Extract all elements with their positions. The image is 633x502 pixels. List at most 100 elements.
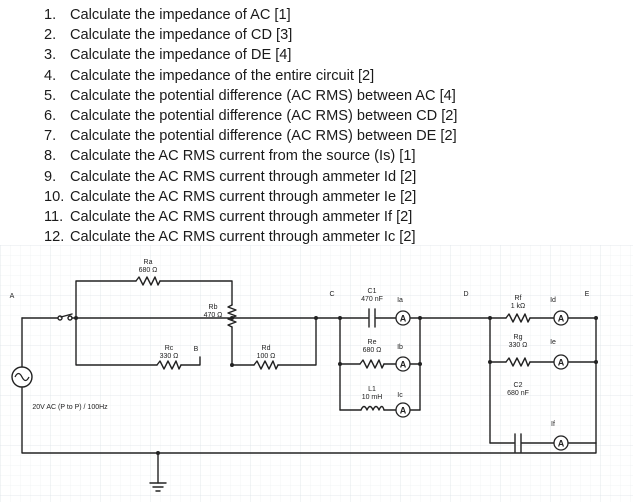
question-number: 9. <box>44 168 57 185</box>
question-number: 12. <box>44 229 65 246</box>
c2-name: C2 <box>514 382 523 389</box>
ammeter-if-symbol: A <box>558 439 565 449</box>
wire-rc-branch <box>75 317 201 366</box>
ammeter-ie-symbol: A <box>558 358 565 368</box>
ra-name: Ra <box>144 259 153 266</box>
ia-label: Ia <box>397 297 403 304</box>
question-number: 2. <box>44 27 57 44</box>
re-value: 680 Ω <box>363 347 382 354</box>
ammeter-ie: A <box>553 354 569 370</box>
l1-name: L1 <box>368 386 376 393</box>
question-item: 7. Calculate the potential difference (AC… <box>44 126 457 146</box>
c1-name: C1 <box>368 288 377 295</box>
resistor-rd <box>253 360 279 370</box>
capacitor-c1 <box>368 308 376 328</box>
junction-dot <box>418 362 422 366</box>
question-item: 10. Calculate the AC RMS current through … <box>44 187 416 207</box>
ammeter-ib-symbol: A <box>400 360 407 370</box>
inductor-l1 <box>360 405 385 411</box>
question-item: 8. Calculate the AC RMS current from the … <box>44 146 416 166</box>
question-number: 5. <box>44 87 57 104</box>
question-item: 1. Calculate the impedance of AC [1] <box>44 5 291 25</box>
ac-source-icon <box>11 366 33 388</box>
rd-name: Rd <box>262 345 271 352</box>
re-name: Re <box>368 339 377 346</box>
resistor-rf <box>505 313 531 323</box>
wire-return <box>21 387 597 454</box>
node-a-label: A <box>10 293 15 300</box>
c2-value: 680 nF <box>507 390 529 397</box>
ammeter-if: A <box>553 435 569 451</box>
question-text: Calculate the impedance of CD [3] <box>70 27 293 44</box>
question-number: 1. <box>44 7 57 23</box>
question-number: 6. <box>44 108 57 124</box>
ammeter-ic: A <box>395 402 411 418</box>
question-text: Calculate the AC RMS current through amm… <box>70 209 413 225</box>
question-item: 5. Calculate the potential difference (AC… <box>44 86 456 106</box>
rf-name: Rf <box>515 295 522 302</box>
ic-label: Ic <box>397 392 403 399</box>
junction-dot <box>594 360 598 364</box>
question-number: 7. <box>44 128 57 145</box>
question-number: 3. <box>44 47 57 64</box>
question-text: Calculate the AC RMS current through amm… <box>70 229 416 246</box>
c1-value: 470 nF <box>361 296 383 303</box>
rb-value: 470 Ω <box>204 312 223 319</box>
question-text: Calculate the AC RMS current through amm… <box>70 168 417 185</box>
grid-background <box>0 245 633 502</box>
ground-symbol <box>149 482 167 492</box>
ammeter-ib: A <box>395 356 411 372</box>
question-text: Calculate the AC RMS current from the so… <box>70 148 416 165</box>
l1-value: 10 mH <box>362 394 383 401</box>
node-e-label: E <box>585 291 590 298</box>
question-item: 11. Calculate the AC RMS current through … <box>44 207 412 227</box>
junction-dot <box>594 316 598 320</box>
if-label: If <box>551 421 555 428</box>
junction-dot <box>230 363 234 367</box>
ammeter-id: A <box>553 310 569 326</box>
junction-dot <box>314 316 318 320</box>
resistor-ra <box>135 276 161 286</box>
ammeter-ic-symbol: A <box>400 406 407 416</box>
ra-value: 680 Ω <box>139 267 158 274</box>
question-item: 12. Calculate the AC RMS current through … <box>44 227 416 247</box>
ib-label: Ib <box>397 344 403 351</box>
question-text: Calculate the potential difference (AC R… <box>70 108 458 124</box>
junction-dot <box>230 316 234 320</box>
ammeter-ia-symbol: A <box>400 314 407 324</box>
source-label: 20V AC (P to P) / 100Hz <box>32 404 108 411</box>
question-number: 11. <box>44 209 64 225</box>
wire-rd <box>231 317 317 366</box>
question-text: Calculate the impedance of AC [1] <box>70 7 291 23</box>
rg-name: Rg <box>514 334 523 341</box>
question-number: 10. <box>44 188 65 205</box>
question-item: 6. Calculate the potential difference (AC… <box>44 106 457 126</box>
capacitor-c2 <box>514 433 522 453</box>
ammeter-id-symbol: A <box>558 314 565 324</box>
junction-dot <box>74 316 78 320</box>
junction-dot <box>338 362 342 366</box>
question-text: Calculate the impedance of DE [4] <box>70 47 292 64</box>
wire-ra-loop <box>75 280 233 319</box>
question-item: 2. Calculate the impedance of CD [3] <box>44 25 292 45</box>
node-c-label: C <box>329 291 334 298</box>
resistor-rc <box>156 360 182 370</box>
resistor-re <box>359 359 385 369</box>
junction-dot <box>338 316 342 320</box>
circuit-diagram: A A A A A A A B C D E Ra 680 Ω Rb <box>0 245 633 502</box>
node-b-label: B <box>194 346 199 353</box>
switch-lever <box>60 313 73 318</box>
question-text: Calculate the potential difference (AC R… <box>70 128 457 145</box>
resistor-rb <box>227 304 237 328</box>
rc-name: Rc <box>165 345 174 352</box>
question-list: 1. Calculate the impedance of AC [1] 2. Cal… <box>0 0 633 245</box>
question-text: Calculate the potential difference (AC R… <box>70 87 456 104</box>
ammeter-ia: A <box>395 310 411 326</box>
junction-dot <box>488 316 492 320</box>
question-text: Calculate the AC RMS current through amm… <box>70 188 417 205</box>
rd-value: 100 Ω <box>257 353 276 360</box>
rg-value: 330 Ω <box>509 342 528 349</box>
question-number: 8. <box>44 148 57 165</box>
resistor-rg <box>505 357 531 367</box>
question-text: Calculate the impedance of the entire ci… <box>70 67 375 84</box>
